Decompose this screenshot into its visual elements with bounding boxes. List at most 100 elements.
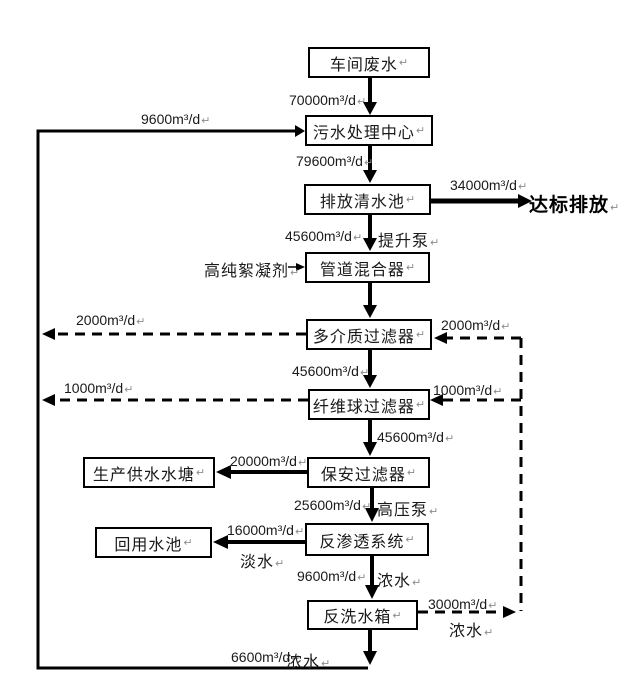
flow-value: 1000m³/d: [64, 380, 124, 396]
flow-label-1000-right: 1000m³/d↵: [433, 382, 502, 398]
node-sewage-treatment-center: 污水处理中心↵: [305, 115, 433, 146]
return-mark-icon: ↵: [405, 534, 415, 546]
flow-value: 9600m³/d: [297, 568, 357, 584]
node-multimedia-filter: 多介质过滤器↵: [306, 319, 432, 350]
return-mark-icon: ↵: [493, 386, 503, 398]
arrow-backwash-to-return-line: [363, 630, 377, 665]
flow-value: 79600m³/d: [296, 153, 363, 169]
return-mark-icon: ↵: [415, 125, 426, 137]
return-mark-icon: ↵: [291, 653, 301, 665]
flow-value: 1000m³/d: [433, 382, 493, 398]
return-mark-icon: ↵: [183, 537, 193, 549]
node-security-filter: 保安过滤器↵: [307, 457, 430, 488]
return-mark-icon: ↵: [517, 181, 528, 193]
node-reverse-osmosis: 反渗透系统↵: [305, 523, 429, 556]
flow-value: 25600m³/d: [294, 497, 361, 513]
return-mark-icon: ↵: [297, 457, 308, 469]
flow-label-9600-return: 9600m³/d↵: [141, 111, 210, 127]
flow-label-1000-left: 1000m³/d↵: [64, 380, 133, 396]
flow-value: 2000m³/d: [441, 317, 501, 333]
dashed-supply-to-multimedia: [434, 332, 521, 344]
return-mark-icon: ↵: [363, 157, 374, 169]
return-mark-icon: ↵: [321, 658, 331, 670]
return-mark-icon: ↵: [357, 572, 367, 584]
label-high-pressure-pump: 高压泵↵: [377, 496, 438, 520]
dashed-fiber-backwash-out: [42, 394, 308, 406]
return-mark-icon: ↵: [405, 262, 416, 274]
label-flocculant: 高纯絮凝剂↵: [204, 257, 299, 281]
node-pipe-mixer: 管道混合器↵: [305, 252, 430, 283]
return-mark-icon: ↵: [429, 506, 439, 518]
node-label: 保安过滤器: [320, 466, 406, 484]
flow-label-16000: 16000m³/d↵: [227, 522, 304, 538]
return-mark-icon: ↵: [444, 433, 455, 445]
node-label: 回用水池: [114, 536, 183, 554]
return-mark-icon: ↵: [361, 501, 372, 513]
node-label: 反洗水箱: [323, 609, 392, 626]
return-mark-icon: ↵: [415, 329, 426, 341]
return-mark-icon: ↵: [294, 526, 305, 538]
flow-label-9600-ro: 9600m³/d↵: [297, 568, 366, 584]
arrow-multimedia-to-fiber: [363, 350, 377, 388]
dashed-tank-to-supply-riser: [418, 606, 516, 618]
return-mark-icon: ↵: [610, 202, 620, 214]
label-discharge-standard: 达标排放↵: [529, 190, 619, 217]
return-mark-icon: ↵: [356, 96, 367, 108]
arrow-mixer-to-multimedia: [363, 283, 377, 318]
flow-value: 45600m³/d: [377, 429, 444, 445]
arrow-security-to-ro: [365, 488, 379, 522]
node-label: 车间废水: [329, 56, 398, 74]
label-conc-water-supply: 浓水↵: [449, 617, 493, 641]
dashed-multimedia-backwash-out: [42, 328, 306, 340]
flow-value: 3000m³/d: [428, 596, 488, 612]
dashed-supply-to-fiber: [430, 394, 521, 406]
label-lift-pump: 提升泵↵: [378, 227, 439, 251]
pump-text: 高压泵: [377, 502, 429, 519]
arrow-ro-to-reuse: [213, 535, 305, 549]
outfall-text: 达标排放: [529, 195, 610, 216]
arrow-security-to-pond: [216, 465, 307, 479]
return-mark-icon: ↵: [352, 232, 363, 244]
water-type-text: 浓水: [377, 573, 412, 590]
return-mark-icon: ↵: [201, 115, 211, 127]
return-mark-icon: ↵: [359, 367, 370, 379]
water-type-text: 浓水: [449, 623, 484, 640]
arrow-ro-to-backwash: [365, 556, 379, 599]
arrow-workshop-to-sewage: [363, 78, 377, 115]
flow-label-45600-b: 45600m³/d↵: [292, 363, 369, 379]
flow-value: 20000m³/d: [230, 453, 297, 469]
return-mark-icon: ↵: [488, 600, 498, 612]
return-mark-icon: ↵: [195, 467, 206, 479]
flow-value: 16000m³/d: [227, 522, 294, 538]
flow-label-45600-c: 45600m³/d↵: [377, 429, 454, 445]
arrow-flocculant-to-mixer: [288, 263, 305, 271]
return-mark-icon: ↵: [484, 627, 494, 639]
node-label: 管道混合器: [319, 261, 405, 279]
node-fiber-ball-filter: 纤维球过滤器↵: [308, 389, 430, 420]
flow-label-79600: 79600m³/d↵: [296, 153, 373, 169]
return-mark-icon: ↵: [124, 384, 134, 396]
flow-value: 2000m³/d: [76, 312, 136, 328]
node-label: 污水处理中心: [312, 124, 415, 142]
return-mark-icon: ↵: [392, 609, 402, 622]
return-mark-icon: ↵: [405, 194, 416, 206]
return-mark-icon: ↵: [412, 577, 422, 589]
flow-value: 6600m³/d: [231, 649, 291, 665]
flow-label-6600: 6600m³/d↵: [231, 649, 300, 665]
flow-label-3000: 3000m³/d↵: [428, 596, 497, 612]
return-mark-icon: ↵: [406, 467, 417, 479]
node-label: 反渗透系统: [319, 533, 405, 551]
arrow-discharge-to-mixer: [363, 215, 377, 251]
return-mark-icon: ↵: [415, 399, 426, 411]
label-conc-water-bottom: 浓水↵: [286, 648, 330, 672]
node-backwash-tank: 反洗水箱↵: [307, 600, 418, 630]
flow-label-45600-a: 45600m³/d↵: [285, 228, 362, 244]
return-mark-icon: ↵: [398, 57, 409, 69]
node-discharge-pool: 排放清水池↵: [304, 184, 431, 215]
label-conc-water-ro: 浓水↵: [377, 567, 421, 591]
flow-label-20000: 20000m³/d↵: [230, 453, 307, 469]
node-label: 排放清水池: [319, 193, 405, 211]
return-mark-icon: ↵: [275, 558, 285, 570]
node-label: 多介质过滤器: [312, 328, 415, 346]
